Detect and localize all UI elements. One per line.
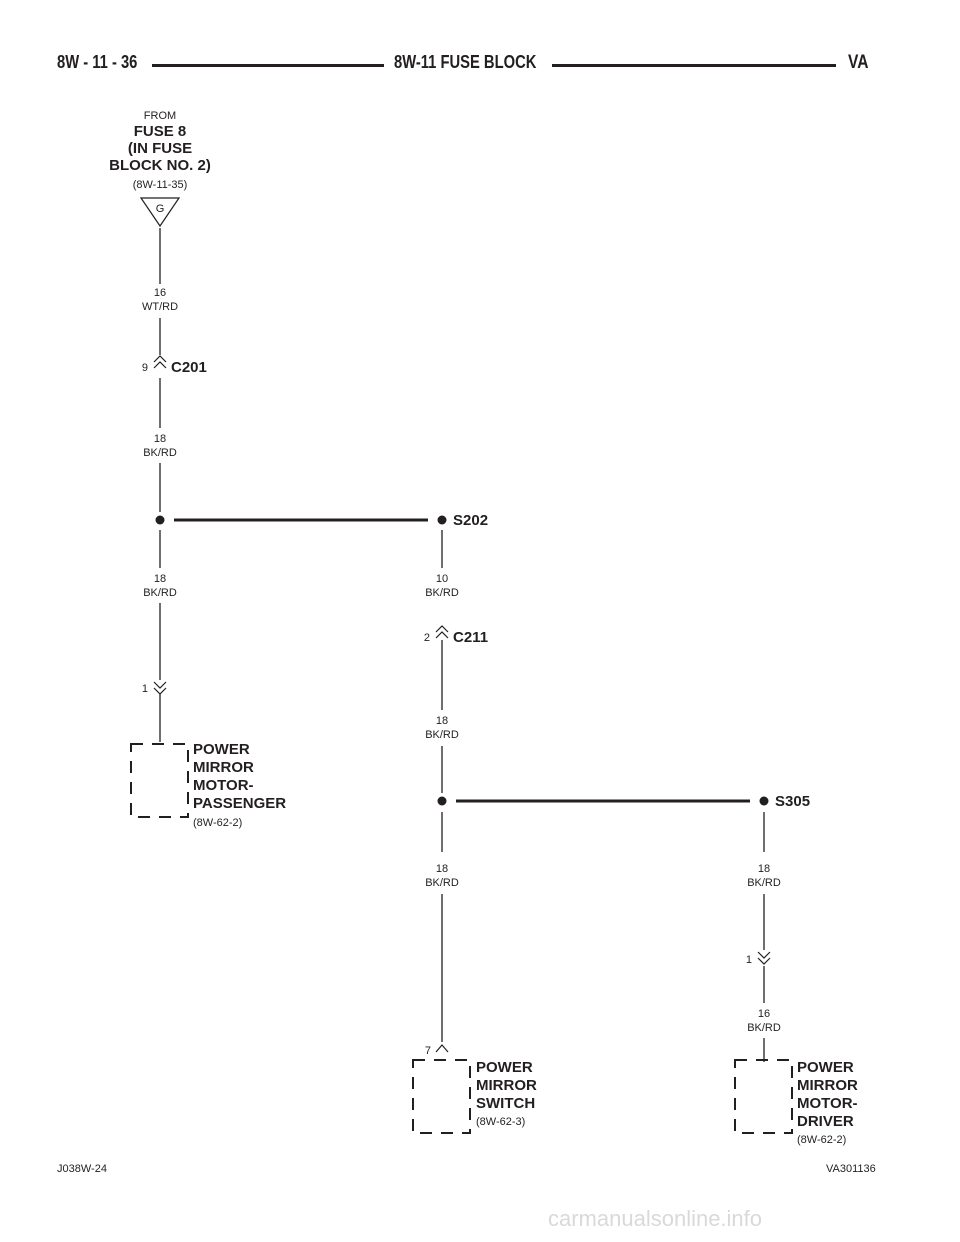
connector-switch-symbol [435, 1044, 449, 1053]
connector-c211-label: C211 [453, 629, 488, 646]
source-fuse: FUSE 8 [134, 123, 187, 140]
component-label: MIRROR [193, 759, 254, 776]
wire-gauge: 18 [154, 573, 166, 585]
splice-s305-label: S305 [775, 793, 810, 810]
component-label: MIRROR [797, 1077, 858, 1094]
connector-pin: 1 [746, 954, 752, 966]
component-label: MOTOR- [193, 777, 254, 794]
wire-gauge: 10 [436, 573, 448, 585]
connector-c201-label: C201 [171, 359, 207, 376]
connector-passenger-symbol [153, 681, 167, 695]
connector-pin: 9 [142, 362, 148, 374]
document-code: VA301136 [826, 1163, 876, 1175]
component-label: SWITCH [476, 1095, 535, 1112]
wire-gauge: 16 [758, 1008, 770, 1020]
header-rule-right [552, 64, 836, 67]
wire-gauge: 18 [436, 863, 448, 875]
component-label: POWER [193, 741, 250, 758]
wire-color: BK/RD [425, 729, 459, 741]
splice-dot [155, 515, 165, 525]
source-from: FROM [144, 110, 176, 122]
component-ref: (8W-62-2) [193, 817, 242, 829]
source-block: BLOCK NO. 2) [109, 157, 211, 174]
fuse-source-triangle [139, 197, 181, 228]
wire-color: BK/RD [747, 1022, 781, 1034]
component-box-passenger [130, 743, 189, 818]
wire-color: BK/RD [143, 587, 177, 599]
wire-color: BK/RD [425, 877, 459, 889]
connector-pin: 7 [425, 1045, 431, 1057]
connector-pin: 1 [142, 683, 148, 695]
splice-dot-s202 [437, 515, 447, 525]
wire-gauge: 18 [436, 715, 448, 727]
splice-dot-s305 [759, 796, 769, 806]
component-ref: (8W-62-3) [476, 1116, 525, 1128]
wire-color: BK/RD [425, 587, 459, 599]
component-label: DRIVER [797, 1113, 854, 1130]
connector-c201-symbol [153, 355, 167, 369]
header-rule-left [152, 64, 384, 67]
figure-code: J038W-24 [57, 1163, 107, 1175]
splice-dot [437, 796, 447, 806]
connector-driver-symbol [757, 951, 771, 965]
connector-c211-symbol [435, 625, 449, 639]
wire-gauge: 18 [154, 433, 166, 445]
page-title: 8W-11 FUSE BLOCK [394, 52, 537, 72]
watermark: carmanualsonline.info [548, 1206, 763, 1231]
page-number: 8W - 11 - 36 [57, 52, 138, 72]
component-label: PASSENGER [193, 795, 286, 812]
component-label: POWER [797, 1059, 854, 1076]
wire-gauge: 16 [154, 287, 166, 299]
connector-pin: 2 [424, 632, 430, 644]
source-ref: (8W-11-35) [133, 179, 188, 191]
vehicle-code: VA [848, 52, 869, 73]
source-location: (IN FUSE [128, 140, 192, 157]
wire-color: BK/RD [143, 447, 177, 459]
source-letter: G [156, 203, 165, 215]
splice-s202-label: S202 [453, 512, 488, 529]
component-box-driver [734, 1059, 793, 1134]
component-label: POWER [476, 1059, 533, 1076]
component-ref: (8W-62-2) [797, 1134, 846, 1146]
component-label: MOTOR- [797, 1095, 858, 1112]
wire-color: WT/RD [142, 301, 178, 313]
wire-gauge: 18 [758, 863, 770, 875]
component-box-switch [412, 1059, 471, 1134]
wire-color: BK/RD [747, 877, 781, 889]
component-label: MIRROR [476, 1077, 537, 1094]
